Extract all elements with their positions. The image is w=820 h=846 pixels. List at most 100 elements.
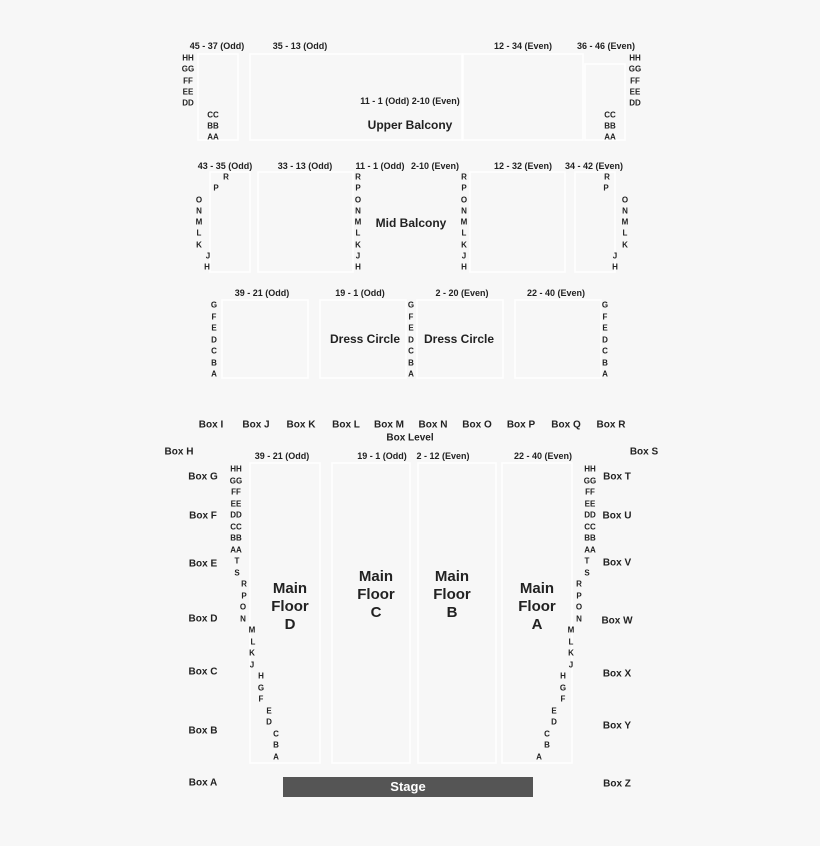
main-floor-section-label[interactable]: Floor (357, 586, 395, 603)
row-label: D (551, 717, 557, 727)
box-seat[interactable]: Box G (188, 471, 218, 483)
row-label: HH (230, 464, 242, 474)
mid-balcony-label[interactable]: Mid Balcony (375, 216, 447, 230)
box-seat[interactable]: Box T (603, 471, 631, 483)
row-label: M (621, 217, 629, 227)
row-label: AA (584, 545, 596, 554)
row-label: K (622, 240, 628, 249)
row-label: HH (182, 53, 194, 63)
row-label: O (354, 195, 362, 204)
main-floor-section-label[interactable]: Main (519, 580, 555, 597)
main-floor-section-label[interactable]: Main (358, 568, 394, 585)
section-header: 36 - 46 (Even) (576, 41, 636, 51)
section-header: 2 - 12 (Even) (416, 451, 470, 461)
upper-balcony-label[interactable]: Upper Balcony (367, 118, 453, 132)
box-seat[interactable]: Box S (629, 446, 659, 458)
box-seat[interactable]: Box E (188, 558, 218, 570)
box-seat[interactable]: Box Y (602, 720, 632, 732)
dress-circle-block (319, 299, 407, 379)
row-label: R (241, 579, 247, 589)
row-label: DD (182, 98, 194, 108)
box-seat[interactable]: Box K (286, 419, 316, 431)
dress-circle-block (416, 299, 504, 379)
mid-balcony-block (209, 171, 251, 273)
row-label: R (576, 579, 582, 589)
box-seat[interactable]: Box P (506, 419, 536, 431)
row-label: N (240, 614, 246, 623)
box-seat[interactable]: Box N (418, 419, 448, 431)
row-label: E (266, 706, 272, 715)
box-level-label: Box Level (386, 432, 434, 444)
section-header: 45 - 37 (Odd) (189, 41, 245, 51)
box-seat[interactable]: Box A (188, 777, 218, 789)
row-label: H (204, 262, 210, 272)
box-seat[interactable]: Box O (462, 419, 492, 431)
dress-circle-right-label[interactable]: Dress Circle (423, 332, 495, 346)
row-label: P (576, 591, 582, 600)
mid-balcony-block (574, 171, 616, 273)
row-label: P (355, 183, 361, 193)
row-label: F (602, 312, 608, 321)
box-seat[interactable]: Box F (189, 510, 217, 522)
section-header: 33 - 13 (Odd) (277, 161, 333, 171)
main-floor-section-label[interactable]: Floor (271, 598, 309, 615)
dress-circle-block (221, 299, 309, 379)
dress-circle-left-label[interactable]: Dress Circle (329, 332, 401, 346)
row-label: G (601, 300, 609, 310)
box-seat[interactable]: Box M (374, 419, 404, 431)
row-label: R (223, 172, 229, 182)
main-floor-section-label[interactable]: A (531, 616, 543, 633)
row-label: B (211, 358, 217, 367)
box-seat[interactable]: Box U (602, 510, 632, 522)
box-seat[interactable]: Box L (332, 419, 360, 431)
box-seat[interactable]: Box V (602, 557, 632, 569)
main-floor-section-label[interactable]: Floor (433, 586, 471, 603)
main-floor-section-label[interactable]: Floor (518, 598, 556, 615)
row-label: O (460, 195, 468, 204)
main-floor-section-label[interactable]: D (284, 616, 296, 633)
row-label: G (257, 683, 265, 692)
row-label: BB (207, 121, 219, 131)
row-label: B (408, 358, 414, 367)
section-header: 19 - 1 (Odd) (357, 451, 407, 461)
row-label: T (584, 556, 590, 566)
box-seat[interactable]: Box Z (603, 778, 631, 790)
mid-balcony-block (257, 171, 354, 273)
row-label: D (266, 717, 272, 727)
row-label: M (567, 625, 575, 635)
upper-balcony-block (584, 63, 626, 141)
row-label: K (568, 648, 574, 658)
section-header: 39 - 21 (Odd) (254, 451, 310, 461)
main-floor-section-label[interactable]: C (370, 604, 382, 621)
box-seat[interactable]: Box R (596, 419, 626, 431)
main-floor-d-block (249, 462, 321, 764)
row-label: L (196, 228, 202, 238)
box-seat[interactable]: Box W (601, 615, 633, 627)
row-label: L (355, 228, 361, 238)
row-label: J (249, 660, 255, 669)
row-label: C (211, 346, 217, 356)
box-seat[interactable]: Box I (198, 419, 224, 431)
row-label: K (355, 240, 361, 249)
box-seat[interactable]: Box H (164, 446, 194, 458)
row-label: FF (585, 487, 595, 497)
row-label: K (461, 240, 467, 249)
box-seat[interactable]: Box D (188, 613, 218, 625)
main-floor-section-label[interactable]: B (446, 604, 458, 621)
row-label: M (354, 217, 362, 227)
row-label: A (408, 369, 414, 379)
box-seat[interactable]: Box X (602, 668, 632, 680)
row-label: B (602, 358, 608, 367)
row-label: EE (182, 87, 194, 97)
row-label: BB (604, 121, 616, 131)
section-header: 11 - 1 (Odd) 2-10 (Even) (360, 96, 460, 106)
row-label: N (576, 614, 582, 623)
box-seat[interactable]: Box B (188, 725, 218, 737)
main-floor-section-label[interactable]: Main (272, 580, 308, 597)
main-floor-section-label[interactable]: Main (434, 568, 470, 585)
box-seat[interactable]: Box J (242, 419, 270, 431)
row-label: EE (230, 499, 242, 508)
row-label: GG (628, 64, 642, 74)
box-seat[interactable]: Box C (188, 666, 218, 678)
box-seat[interactable]: Box Q (551, 419, 581, 431)
